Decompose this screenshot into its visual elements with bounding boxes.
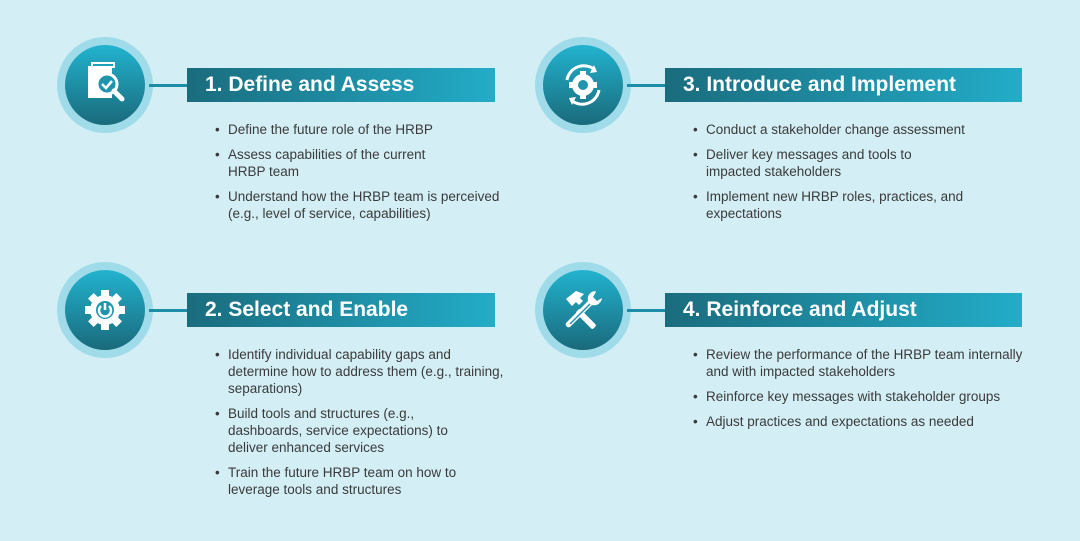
- gear-cycle-icon: [543, 45, 623, 125]
- list-item: Build tools and structures (e.g., dashbo…: [215, 405, 475, 456]
- bullet-list: Conduct a stakeholder change assessment …: [693, 121, 993, 230]
- list-item: Conduct a stakeholder change assessment: [693, 121, 993, 138]
- list-item: Assess capabilities of the current HRBP …: [215, 146, 460, 180]
- bullet-list: Define the future role of the HRBP Asses…: [215, 121, 515, 230]
- gear-power-icon: [65, 270, 145, 350]
- step-select-enable: 2. Select and Enable Identify individual…: [57, 262, 537, 502]
- step-title: 2. Select and Enable: [187, 293, 495, 327]
- list-item: Adjust practices and expectations as nee…: [693, 413, 993, 430]
- bullet-list: Review the performance of the HRBP team …: [693, 346, 1022, 438]
- step-title: 3. Introduce and Implement: [665, 68, 1022, 102]
- connector-line: [149, 84, 189, 87]
- list-item: Reinforce key messages with stakeholder …: [693, 388, 1013, 405]
- list-item: Train the future HRBP team on how to lev…: [215, 464, 505, 498]
- step-title: 1. Define and Assess: [187, 68, 495, 102]
- connector-line: [149, 309, 189, 312]
- connector-line: [627, 309, 667, 312]
- step-reinforce-adjust: 4. Reinforce and Adjust Review the perfo…: [535, 262, 1035, 502]
- bullet-list: Identify individual capability gaps and …: [215, 346, 515, 506]
- list-item: Implement new HRBP roles, practices, and…: [693, 188, 993, 222]
- step-introduce-implement: 3. Introduce and Implement Conduct a sta…: [535, 37, 1035, 277]
- document-check-magnifier-icon: [65, 45, 145, 125]
- hammer-wrench-icon: [543, 270, 623, 350]
- list-item: Understand how the HRBP team is perceive…: [215, 188, 500, 222]
- connector-line: [627, 84, 667, 87]
- list-item: Deliver key messages and tools to impact…: [693, 146, 958, 180]
- list-item: Identify individual capability gaps and …: [215, 346, 505, 397]
- list-item: Review the performance of the HRBP team …: [693, 346, 1033, 380]
- step-define-assess: 1. Define and Assess Define the future r…: [57, 37, 537, 277]
- step-title: 4. Reinforce and Adjust: [665, 293, 1022, 327]
- list-item: Define the future role of the HRBP: [215, 121, 515, 138]
